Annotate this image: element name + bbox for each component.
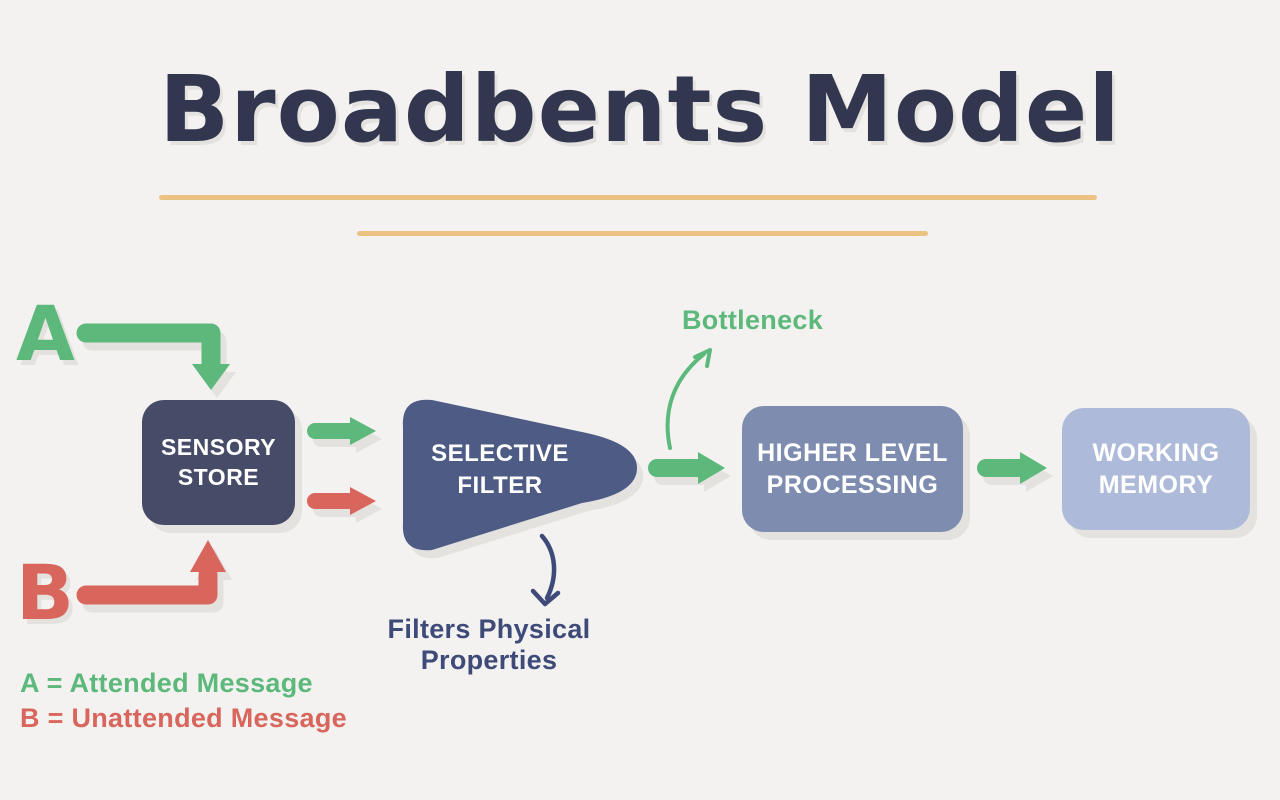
filter-note-label: Filters Physical Properties bbox=[387, 614, 591, 675]
page-title: Broadbents Model bbox=[159, 56, 1121, 163]
bottleneck-curve-arrow bbox=[665, 348, 712, 450]
legend-attended: A = Attended Message bbox=[20, 668, 313, 698]
arrow-attended-to-filter bbox=[307, 417, 376, 445]
title-underline-primary bbox=[159, 195, 1097, 200]
bottleneck-label: Bottleneck bbox=[682, 305, 824, 335]
arrow-b-input bbox=[76, 540, 226, 605]
node-sensory-store: SENSORY STORE bbox=[142, 400, 295, 525]
arrow-filter-to-processing bbox=[648, 452, 725, 484]
arrow-unattended-to-filter bbox=[307, 487, 376, 515]
filter-note-arrow bbox=[530, 533, 561, 607]
arrow-processing-to-memory bbox=[977, 452, 1047, 484]
arrow-a-input bbox=[76, 323, 230, 390]
node-working-memory: WORKING MEMORY bbox=[1062, 408, 1250, 530]
input-b-label: B bbox=[16, 548, 74, 637]
node-higher-level-processing: HIGHER LEVEL PROCESSING bbox=[742, 406, 963, 532]
input-a-label: A bbox=[16, 289, 75, 378]
node-selective-filter-label: SELECTIVE FILTER bbox=[431, 439, 569, 499]
selective-filter-funnel bbox=[402, 399, 637, 551]
legend-unattended: B = Unattended Message bbox=[20, 703, 347, 733]
title-underline-secondary bbox=[357, 231, 928, 236]
